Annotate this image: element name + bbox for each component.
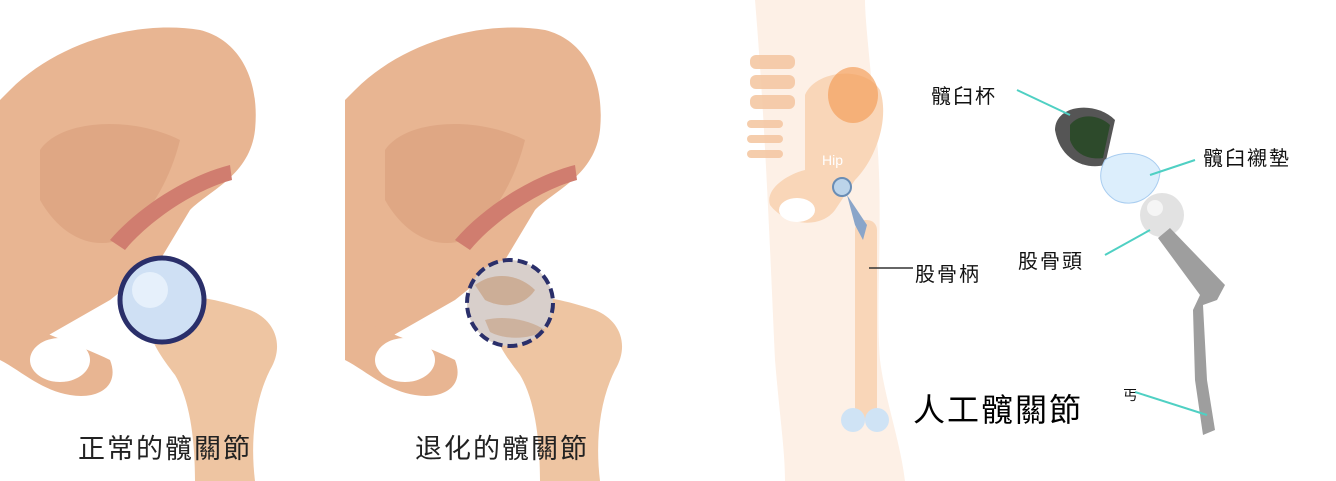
- degenerated-hip-illustration: 退化的髖關節: [345, 0, 675, 481]
- normal-hip-illustration: 正常的髖關節: [0, 0, 330, 481]
- degenerated-hip-caption: 退化的髖關節: [415, 427, 589, 466]
- partial-glyph: 丐: [1123, 385, 1137, 405]
- hip-text: Hip: [822, 152, 843, 168]
- label-acetabular-cup: 髖臼杯: [931, 80, 997, 109]
- artificial-hip-panel: Hip 髖臼杯 髖臼襯墊 股骨頭 股骨柄 人工髖關節 丐: [725, 0, 1336, 481]
- label-acetabular-liner: 髖臼襯墊: [1203, 142, 1291, 171]
- artificial-hip-title: 人工髖關節: [907, 383, 1089, 433]
- label-femoral-stem: 股骨柄: [915, 258, 981, 287]
- normal-hip-caption: 正常的髖關節: [78, 427, 252, 466]
- label-femoral-head: 股骨頭: [1018, 245, 1084, 274]
